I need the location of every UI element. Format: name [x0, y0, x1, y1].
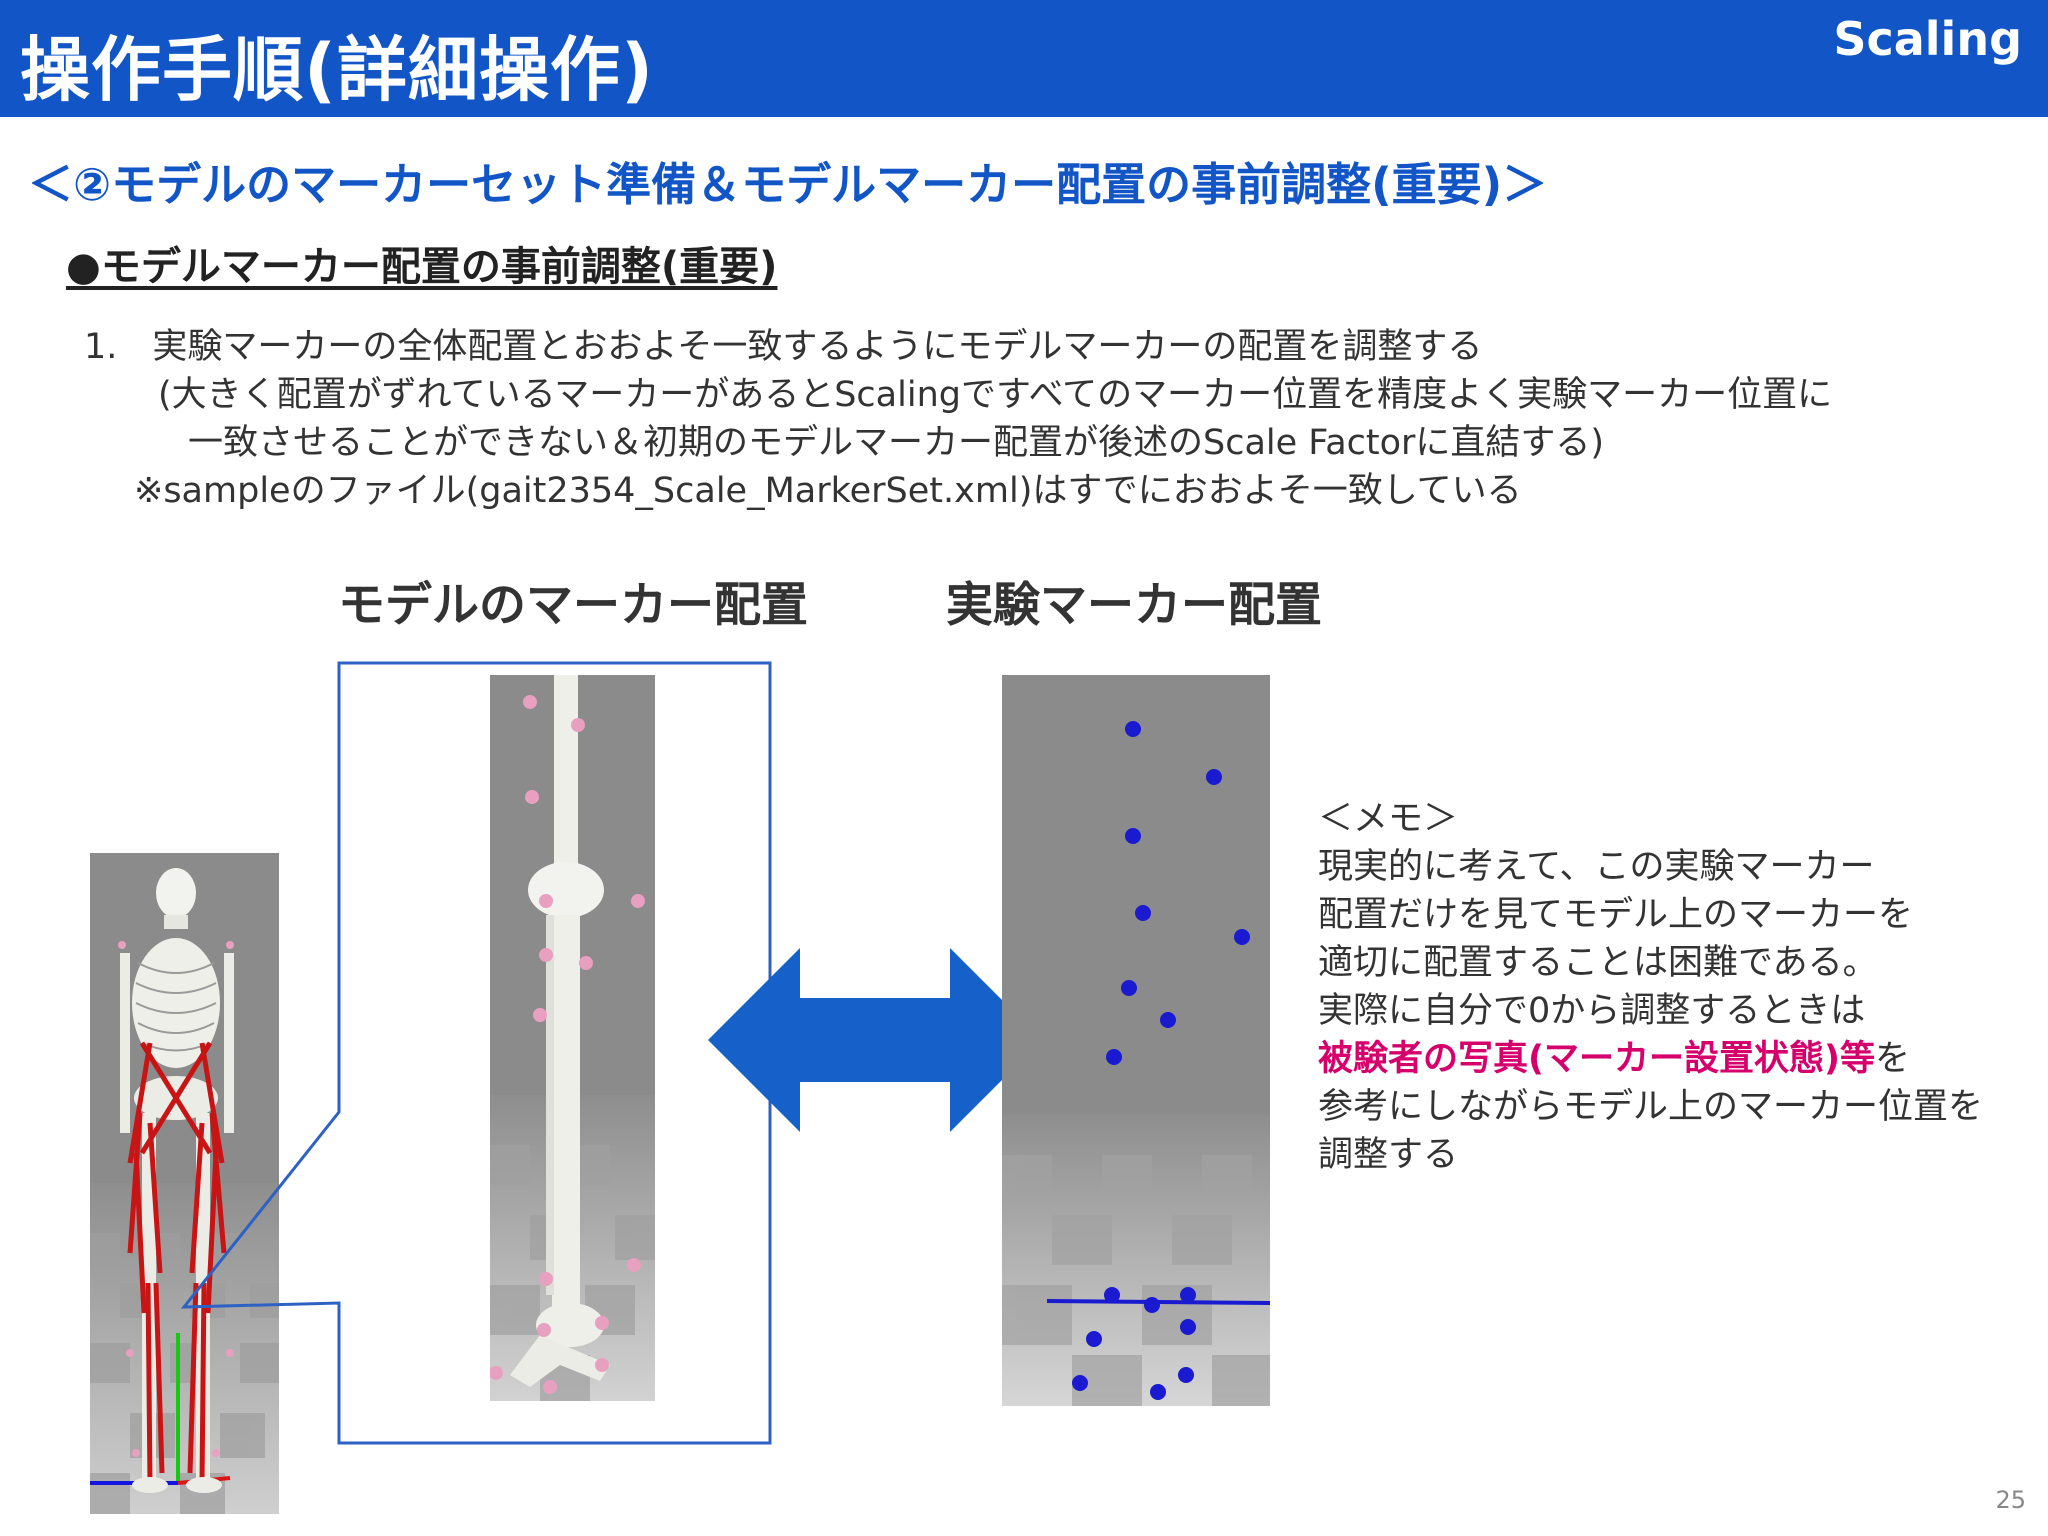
memo-line-6: 参考にしながらモデル上のマーカー位置を — [1318, 1087, 1984, 1127]
memo-line-4: 実際に自分で0から調整するときは — [1318, 991, 1866, 1031]
page-title: 操作手順(詳細操作) — [20, 29, 654, 111]
model-panel-label: モデルのマーカー配置 — [338, 578, 808, 633]
page-number: 25 — [1995, 1486, 2026, 1514]
experiment-marker-drawing — [1002, 675, 1270, 1406]
memo-line-5-tail: を — [1875, 1039, 1911, 1079]
memo-line-5: 被験者の写真(マーカー設置状態)等を — [1318, 1030, 1910, 1081]
model-leg-drawing — [490, 675, 655, 1401]
sub-heading: ●モデルマーカー配置の事前調整(重要) — [66, 244, 778, 290]
full-skeleton-image — [90, 853, 279, 1514]
memo-emphasis: 被験者の写真(マーカー設置状態)等 — [1318, 1039, 1875, 1079]
double-arrow-icon — [708, 948, 1042, 1132]
full-skeleton-drawing — [90, 853, 279, 1514]
section-title: ＜②モデルのマーカーセット準備＆モデルマーカー配置の事前調整(重要)＞ — [28, 158, 1548, 211]
header-bar: 操作手順(詳細操作) Scaling — [0, 0, 2048, 117]
topic-tag: Scaling — [1833, 12, 2022, 66]
body-line-3: 一致させることができない＆初期のモデルマーカー配置が後述のScale Facto… — [188, 423, 1605, 463]
memo-title: ＜メモ＞ — [1318, 799, 1459, 839]
body-line-1: 1. 実験マーカーの全体配置とおおよそ一致するようにモデルマーカーの配置を調整す… — [84, 327, 1483, 367]
memo-line-3: 適切に配置することは困難である。 — [1318, 943, 1878, 983]
memo-line-7: 調整する — [1318, 1135, 1459, 1175]
body-line-2: (大きく配置がずれているマーカーがあるとScalingですべてのマーカー位置を精… — [158, 375, 1833, 415]
memo-line-1: 現実的に考えて、この実験マーカー — [1318, 847, 1875, 887]
body-line-4: ※sampleのファイル(gait2354_Scale_MarkerSet.xm… — [134, 471, 1522, 511]
memo-line-2: 配置だけを見てモデル上のマーカーを — [1318, 895, 1914, 935]
experiment-marker-image — [1002, 675, 1270, 1406]
model-leg-zoom-image — [490, 675, 655, 1401]
experiment-panel-label: 実験マーカー配置 — [946, 578, 1322, 633]
